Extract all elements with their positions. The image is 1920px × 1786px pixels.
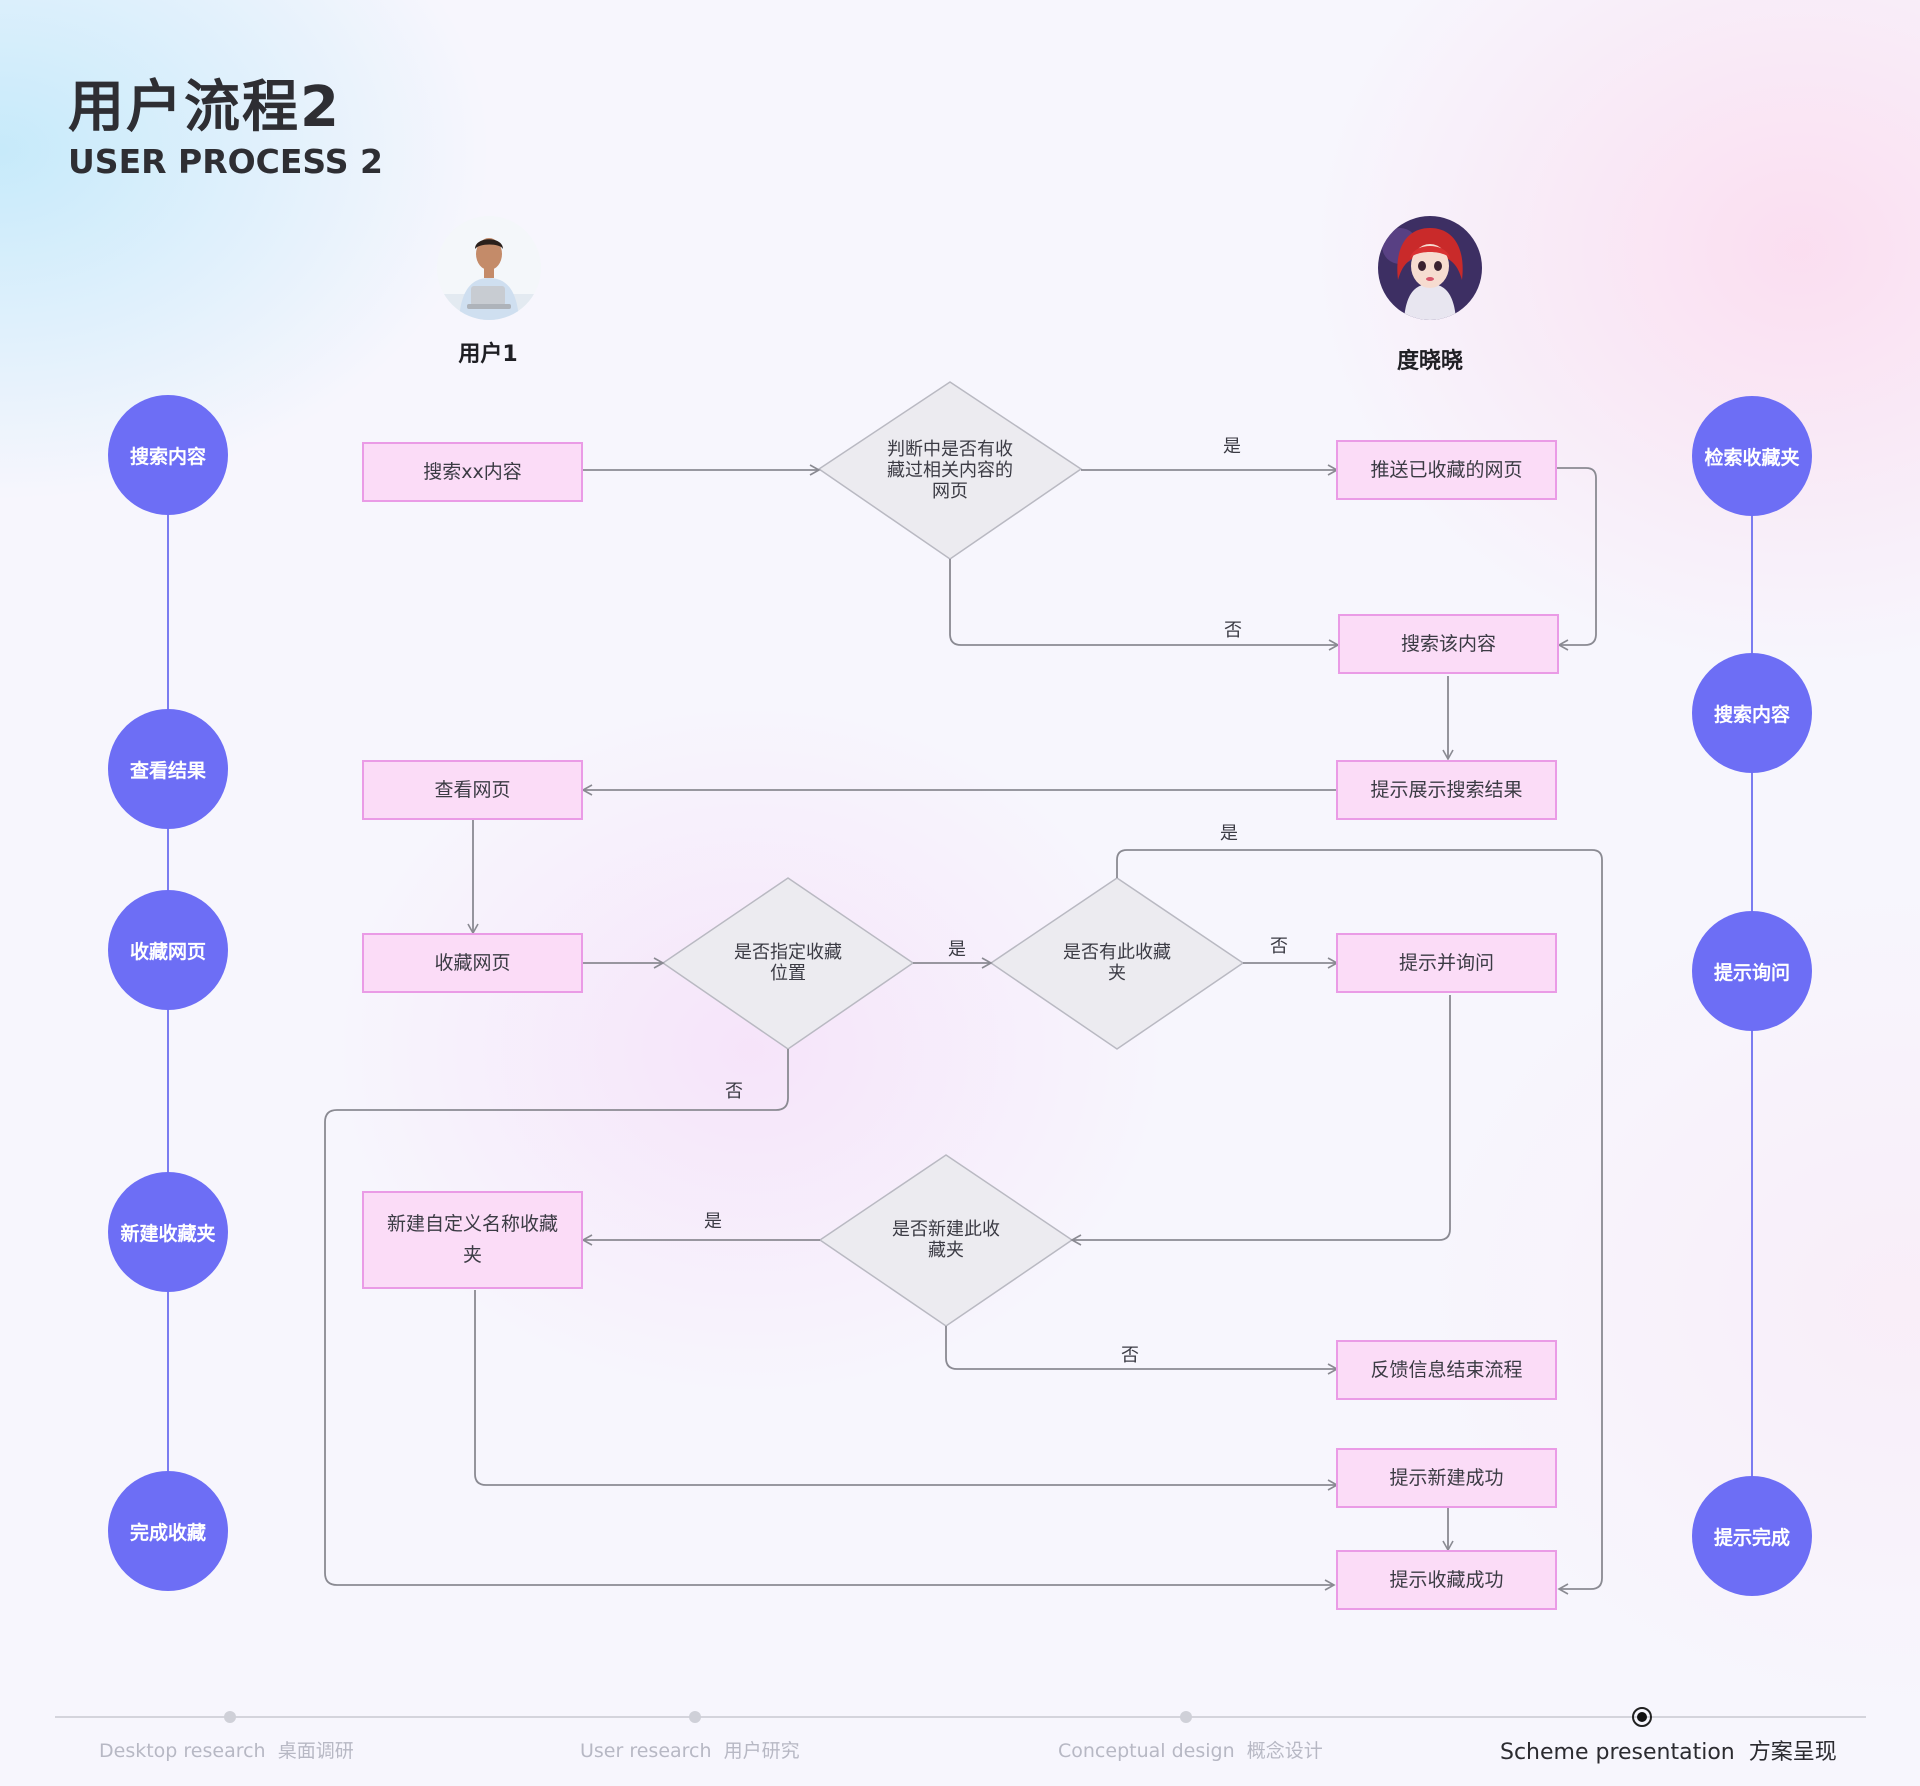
nav-item-conceptual-design[interactable]: Conceptual design 概念设计: [1058, 1736, 1323, 1763]
decision-folder-exists-diamond: [989, 877, 1245, 1050]
nav-en: User research: [580, 1740, 712, 1762]
user-step-save-page: 收藏网页: [108, 890, 228, 1010]
assistant-step-search-favorites: 检索收藏夹: [1692, 396, 1812, 516]
node-prompt-and-ask: 提示并询问: [1336, 933, 1557, 993]
nav-dot-scheme-presentation[interactable]: [1632, 1707, 1652, 1727]
decision-new-folder-label: 是否新建此收藏夹: [892, 1219, 1000, 1261]
edge-label-no-location: 否: [725, 1081, 743, 1102]
edge-location-no-save-success: [324, 1049, 1336, 1591]
edge-custom-to-new-success: [474, 1290, 1339, 1491]
nav-item-desktop-research[interactable]: Desktop research 桌面调研: [99, 1736, 354, 1763]
edge-label-no-search: 否: [1224, 620, 1242, 641]
decision-favorites-label: 判断中是否有收藏过相关内容的网页: [887, 438, 1013, 502]
user-step-complete-save: 完成收藏: [108, 1471, 228, 1591]
page-title: 用户流程2: [68, 75, 341, 140]
node-view-page: 查看网页: [362, 760, 583, 820]
edge-label-yes-folder: 是: [948, 939, 966, 960]
node-search-xx-content: 搜索xx内容: [362, 442, 583, 502]
nav-en: Desktop research: [99, 1740, 266, 1762]
edge-decision-no-search: [949, 559, 1340, 651]
user-name: 用户1: [458, 342, 518, 367]
nav-zh: 用户研究: [723, 1740, 800, 1762]
assistant-avatar: [1378, 216, 1482, 320]
node-show-search-results: 提示展示搜索结果: [1336, 760, 1557, 820]
assistant-step-prompt-done: 提示完成: [1692, 1476, 1812, 1596]
edge-label-yes-save-success: 是: [1220, 823, 1238, 844]
nav-zh: 桌面调研: [277, 1740, 354, 1762]
node-search-this-content: 搜索该内容: [1338, 614, 1559, 674]
edge-label-no-feedback: 否: [1121, 1345, 1139, 1366]
edge-label-no-prompt: 否: [1270, 936, 1288, 957]
decision-location-label: 是否指定收藏位置: [734, 942, 842, 984]
assistant-step-prompt-ask: 提示询问: [1692, 911, 1812, 1031]
nav-zh: 概念设计: [1246, 1740, 1323, 1762]
node-save-success: 提示收藏成功: [1336, 1550, 1557, 1610]
assistant-step-search-content: 搜索内容: [1692, 653, 1812, 773]
nav-item-user-research[interactable]: User research 用户研究: [580, 1736, 800, 1763]
node-new-custom-folder: 新建自定义名称收藏夹: [362, 1191, 583, 1289]
user-step-new-folder: 新建收藏夹: [108, 1172, 228, 1292]
edge-folder-yes-save-success: [1116, 849, 1603, 1595]
nav-en: Conceptual design: [1058, 1740, 1235, 1762]
nav-zh: 方案呈现: [1748, 1740, 1837, 1765]
assistant-name: 度晓晓: [1396, 349, 1463, 374]
decision-folder-exists-label: 是否有此收藏夹: [1063, 942, 1171, 984]
nav-dot-desktop-research[interactable]: [224, 1711, 236, 1723]
node-save-page: 收藏网页: [362, 933, 583, 993]
user-avatar: [437, 216, 541, 320]
edge-push-to-search: [1555, 467, 1597, 651]
edge-label-yes-custom: 是: [704, 1211, 722, 1232]
node-push-saved-pages: 推送已收藏的网页: [1336, 440, 1557, 500]
node-feedback-end: 反馈信息结束流程: [1336, 1340, 1557, 1400]
node-new-success: 提示新建成功: [1336, 1448, 1557, 1508]
nav-en: Scheme presentation: [1500, 1740, 1735, 1765]
edge-new-decision-no-feedback: [945, 1326, 1339, 1375]
nav-dot-conceptual-design[interactable]: [1180, 1711, 1192, 1723]
user-step-search-content: 搜索内容: [108, 395, 228, 515]
edge-prompt-to-new-decision: [1070, 995, 1451, 1246]
edge-label-yes-push: 是: [1223, 436, 1241, 457]
page-subtitle: USER PROCESS 2: [68, 142, 383, 181]
nav-item-scheme-presentation[interactable]: Scheme presentation 方案呈现: [1500, 1734, 1837, 1766]
user-step-view-results: 查看结果: [108, 709, 228, 829]
nav-dot-user-research[interactable]: [689, 1711, 701, 1723]
